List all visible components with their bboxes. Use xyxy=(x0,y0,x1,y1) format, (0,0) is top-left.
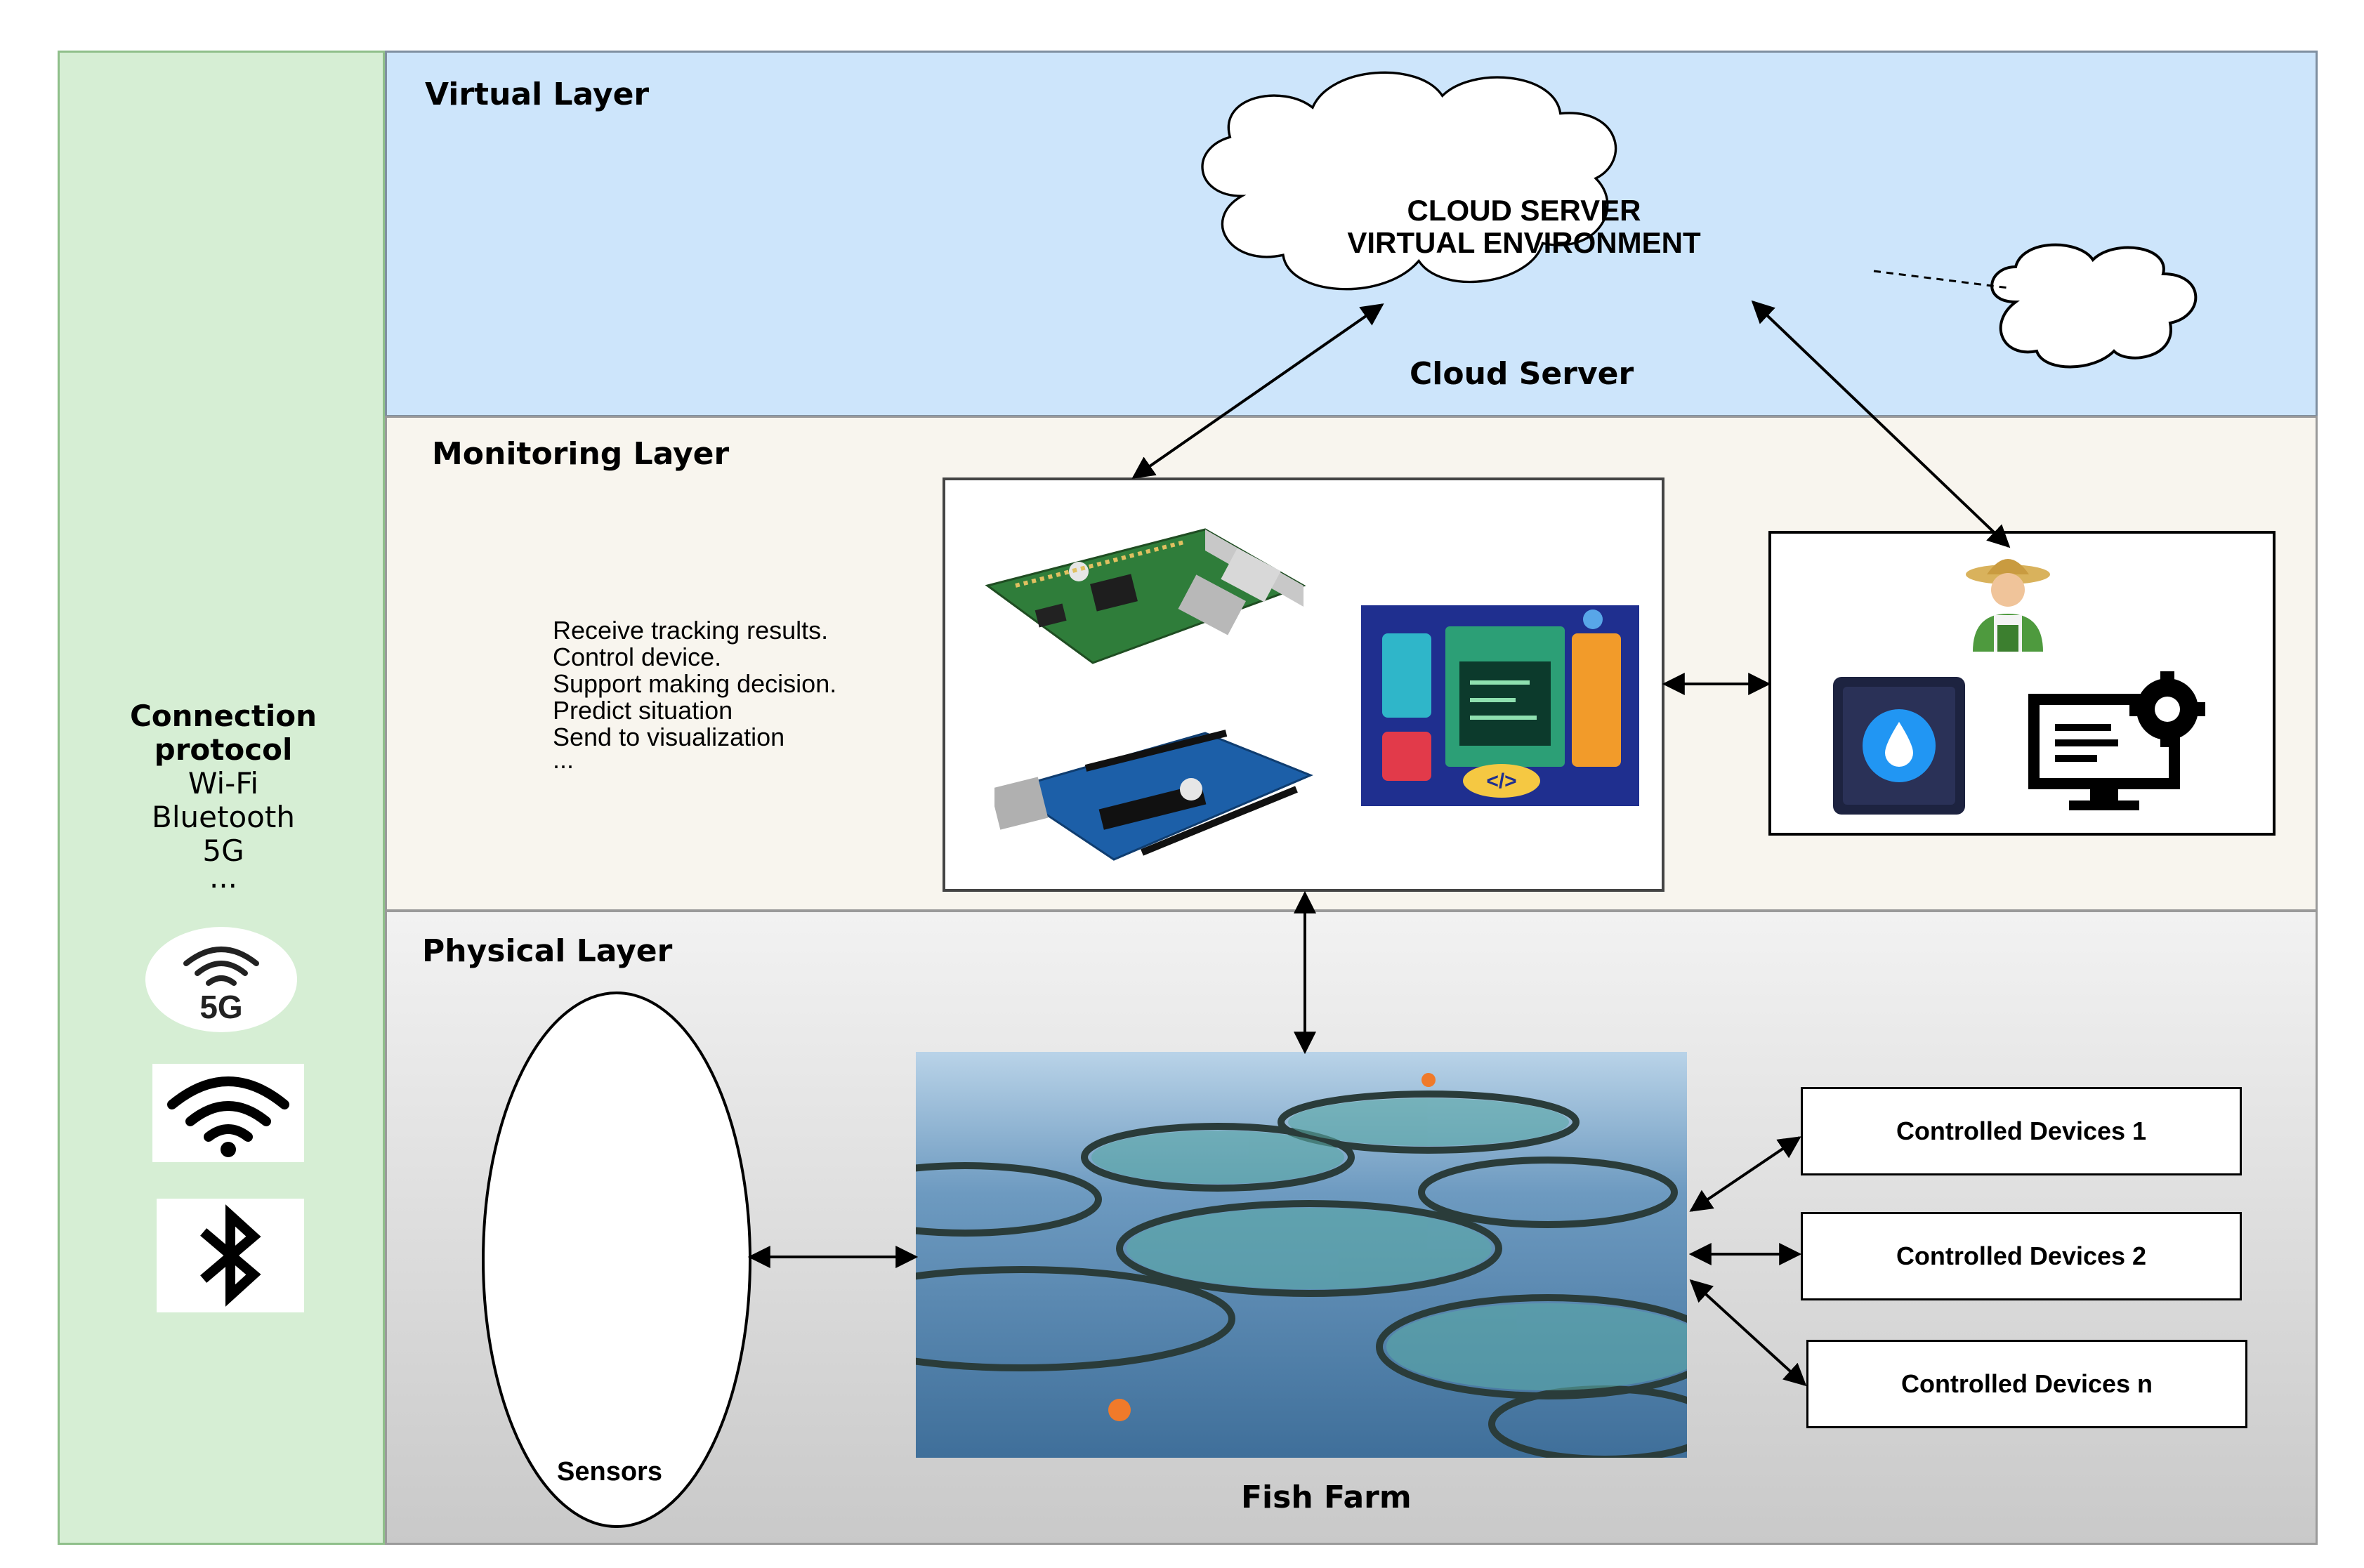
fish-farm-photo xyxy=(916,1052,1687,1458)
arduino-board xyxy=(990,712,1325,881)
dashed-cloud-link xyxy=(1873,270,2009,289)
protocol-more: ... xyxy=(209,860,238,895)
arrow-farm-devicen xyxy=(1689,1279,1807,1387)
cloud-title-line2: VIRTUAL ENVIRONMENT xyxy=(1347,226,1701,259)
function-item: Control device. xyxy=(553,643,722,671)
controlled-device-n: Controlled Devices n xyxy=(1806,1340,2247,1428)
5g-badge-text: 5G xyxy=(199,989,242,1025)
fish-farm-caption: Fish Farm xyxy=(1241,1480,1412,1515)
arrow-cloud-hardware xyxy=(1131,303,1384,479)
connection-title-line1: Connection xyxy=(129,699,317,733)
cloud-title-line1: CLOUD SERVER xyxy=(1407,194,1641,227)
raspberry-pi-board xyxy=(973,501,1325,691)
function-item: Send to visualization xyxy=(553,723,785,751)
function-item: Predict situation xyxy=(553,696,733,725)
connection-title-line2: protocol xyxy=(154,732,293,767)
secondary-cloud-shape xyxy=(1990,243,2198,369)
virtual-layer-title: Virtual Layer xyxy=(425,77,650,112)
cloud-server-shape: CLOUD SERVER VIRTUAL ENVIRONMENT xyxy=(1201,71,1701,291)
connection-arrows xyxy=(747,300,2011,1387)
farmer-icon xyxy=(1955,546,2061,652)
function-item: ... xyxy=(553,745,574,774)
controlled-device-2: Controlled Devices 2 xyxy=(1801,1212,2242,1300)
cloud-server-caption: Cloud Server xyxy=(1410,356,1634,392)
svg-text:</>: </> xyxy=(1486,770,1516,793)
user-visualization-box xyxy=(1768,531,2276,836)
5g-icon: 5G xyxy=(145,927,297,1032)
arrow-cloud-user xyxy=(1751,300,2011,548)
wifi-icon xyxy=(152,1064,304,1162)
monitor-settings-icon xyxy=(2027,671,2224,812)
bluetooth-icon xyxy=(157,1199,304,1312)
function-item: Receive tracking results. xyxy=(553,616,829,645)
sensors-ellipse xyxy=(482,991,751,1528)
monitoring-layer-title: Monitoring Layer xyxy=(432,436,730,472)
protocol-wifi: Wi-Fi xyxy=(188,766,259,801)
physical-layer-title: Physical Layer xyxy=(422,933,673,969)
protocol-bluetooth: Bluetooth xyxy=(152,800,295,834)
connection-protocol-panel: Connection protocol Wi-Fi Bluetooth 5G .… xyxy=(58,51,385,1545)
software-code-illustration: </> xyxy=(1361,605,1639,806)
function-item: Support making decision. xyxy=(553,669,837,698)
arrow-farm-device1 xyxy=(1689,1136,1801,1212)
edge-hardware-box: </> xyxy=(943,477,1664,892)
monitoring-function-list: Receive tracking results. Control device… xyxy=(553,616,946,798)
sensors-caption: Sensors xyxy=(557,1457,662,1487)
protocol-5g: 5G xyxy=(202,834,244,868)
controlled-device-1: Controlled Devices 1 xyxy=(1801,1087,2242,1175)
mobile-app-icon xyxy=(1830,676,1968,816)
